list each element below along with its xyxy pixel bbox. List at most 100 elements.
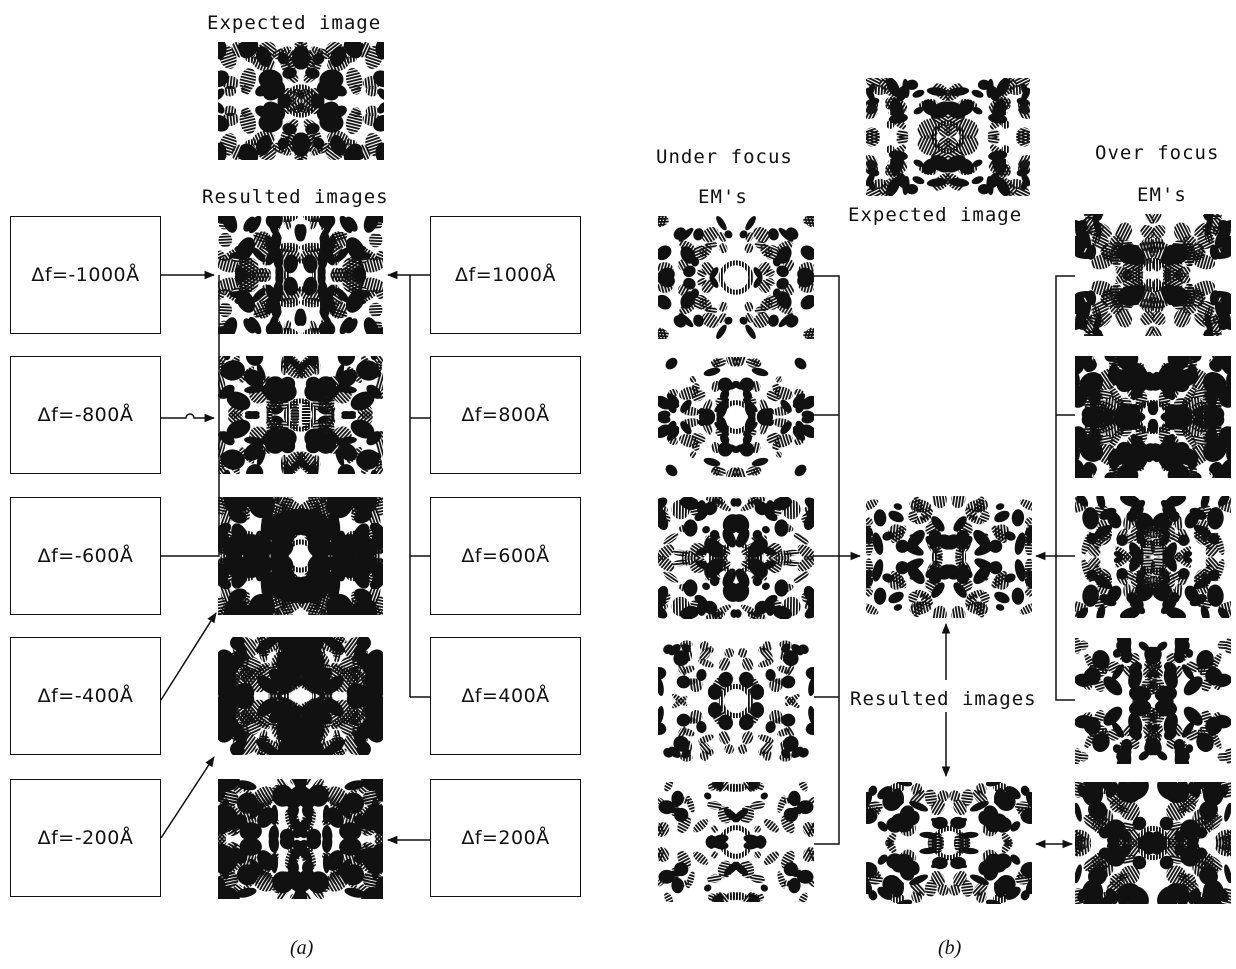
pattern-blob	[753, 837, 764, 848]
pattern-blob	[1171, 292, 1189, 310]
pattern-blob	[367, 363, 383, 374]
pattern-blob	[765, 277, 775, 286]
pattern-blob	[254, 547, 274, 573]
pattern-blob	[966, 499, 989, 513]
pattern-blob	[808, 705, 814, 725]
pattern-blob	[1186, 289, 1205, 307]
pattern-blob	[882, 531, 894, 541]
pattern-blob	[277, 881, 291, 899]
pattern-blob	[909, 874, 929, 886]
a-connector-minus-800	[161, 413, 216, 423]
pattern-blob	[797, 271, 814, 288]
pattern-blob	[1111, 664, 1125, 681]
pattern-blob	[368, 302, 383, 318]
pattern-blob	[374, 832, 383, 849]
pattern-blob	[706, 646, 714, 654]
pattern-blob	[218, 574, 237, 586]
pattern-blob	[717, 377, 733, 392]
pattern-blob	[882, 875, 903, 895]
pattern-blob	[299, 717, 325, 743]
pattern-blob	[882, 573, 894, 583]
pattern-blob	[255, 83, 272, 97]
pattern-center-ring	[718, 260, 754, 295]
pattern-blob	[702, 399, 713, 416]
a-defocus-box-400: Δf=400Å	[430, 637, 581, 755]
pattern-blob	[699, 641, 709, 652]
pattern-blob	[750, 800, 765, 810]
pattern-blob	[368, 232, 383, 248]
pattern-blob	[1116, 463, 1139, 478]
pattern-blob	[303, 69, 319, 83]
pattern-blob	[1107, 511, 1122, 529]
pattern-blob	[1096, 496, 1106, 509]
pattern-blob	[886, 145, 895, 154]
pattern-blob	[775, 555, 792, 566]
pattern-blob	[280, 584, 290, 593]
pattern-blob	[1094, 443, 1121, 467]
pattern-blob	[312, 454, 321, 474]
pattern-blob	[1020, 861, 1032, 878]
pattern-blob	[755, 570, 767, 581]
pattern-blob	[793, 533, 809, 545]
pattern-blob	[1107, 585, 1122, 603]
pattern-blob	[800, 294, 814, 310]
pattern-blob	[1020, 808, 1032, 825]
pattern-blob	[658, 722, 667, 735]
pattern-blob	[1203, 429, 1220, 455]
pattern-blob	[1016, 167, 1030, 177]
a-defocus-box-1000: Δf=1000Å	[430, 216, 581, 334]
pattern-blob	[218, 437, 226, 458]
pattern-blob	[1146, 723, 1154, 731]
a-connector-minus-400	[160, 612, 217, 701]
b-under-focus-em-4	[658, 640, 814, 762]
pattern-blob	[1120, 496, 1141, 507]
pattern-blob	[376, 430, 383, 439]
pattern-blob	[1168, 854, 1186, 864]
pattern-blob	[801, 424, 814, 439]
pattern-blob	[330, 105, 347, 119]
pattern-blob	[717, 805, 733, 824]
pattern-blob	[1157, 885, 1181, 904]
pattern-blob	[1011, 509, 1025, 527]
pattern-blob	[330, 134, 346, 156]
pattern-blob	[1148, 443, 1165, 462]
pattern-blob	[773, 501, 787, 511]
pattern-blob	[1015, 78, 1030, 88]
pattern-blob	[760, 243, 773, 258]
pattern-blob	[363, 317, 380, 334]
pattern-blob	[742, 389, 753, 401]
pattern-blob	[866, 167, 880, 177]
pattern-blob	[707, 782, 717, 791]
pattern-blob	[1020, 785, 1030, 796]
pattern-blob	[1126, 592, 1138, 603]
pattern-blob	[283, 134, 300, 151]
pattern-blob	[339, 216, 353, 234]
pattern-blob	[745, 676, 760, 693]
pattern-blob	[748, 606, 762, 619]
pattern-blob	[311, 519, 321, 528]
pattern-blob	[794, 464, 807, 477]
pattern-blob	[311, 584, 321, 593]
pattern-blob	[893, 604, 903, 611]
pattern-blob	[672, 695, 688, 709]
pattern-blob	[758, 734, 774, 744]
pattern-blob	[1119, 651, 1130, 663]
pattern-blob	[982, 820, 999, 837]
pattern-blob	[358, 246, 379, 262]
pattern-blob	[953, 516, 967, 532]
micrograph-pattern	[1075, 214, 1231, 336]
pattern-blob	[658, 271, 675, 288]
pattern-blob	[739, 316, 748, 325]
pattern-blob	[1082, 507, 1099, 530]
pattern-blob	[680, 406, 700, 416]
pattern-blob	[988, 172, 1000, 189]
pattern-blob	[890, 782, 905, 793]
pattern-blob	[218, 356, 228, 365]
pattern-blob	[1157, 782, 1181, 801]
pattern-blob	[1207, 584, 1224, 607]
pattern-blob	[707, 893, 717, 902]
pattern-blob	[283, 69, 299, 83]
pattern-blob	[1075, 427, 1087, 441]
pattern-blob	[245, 139, 260, 146]
